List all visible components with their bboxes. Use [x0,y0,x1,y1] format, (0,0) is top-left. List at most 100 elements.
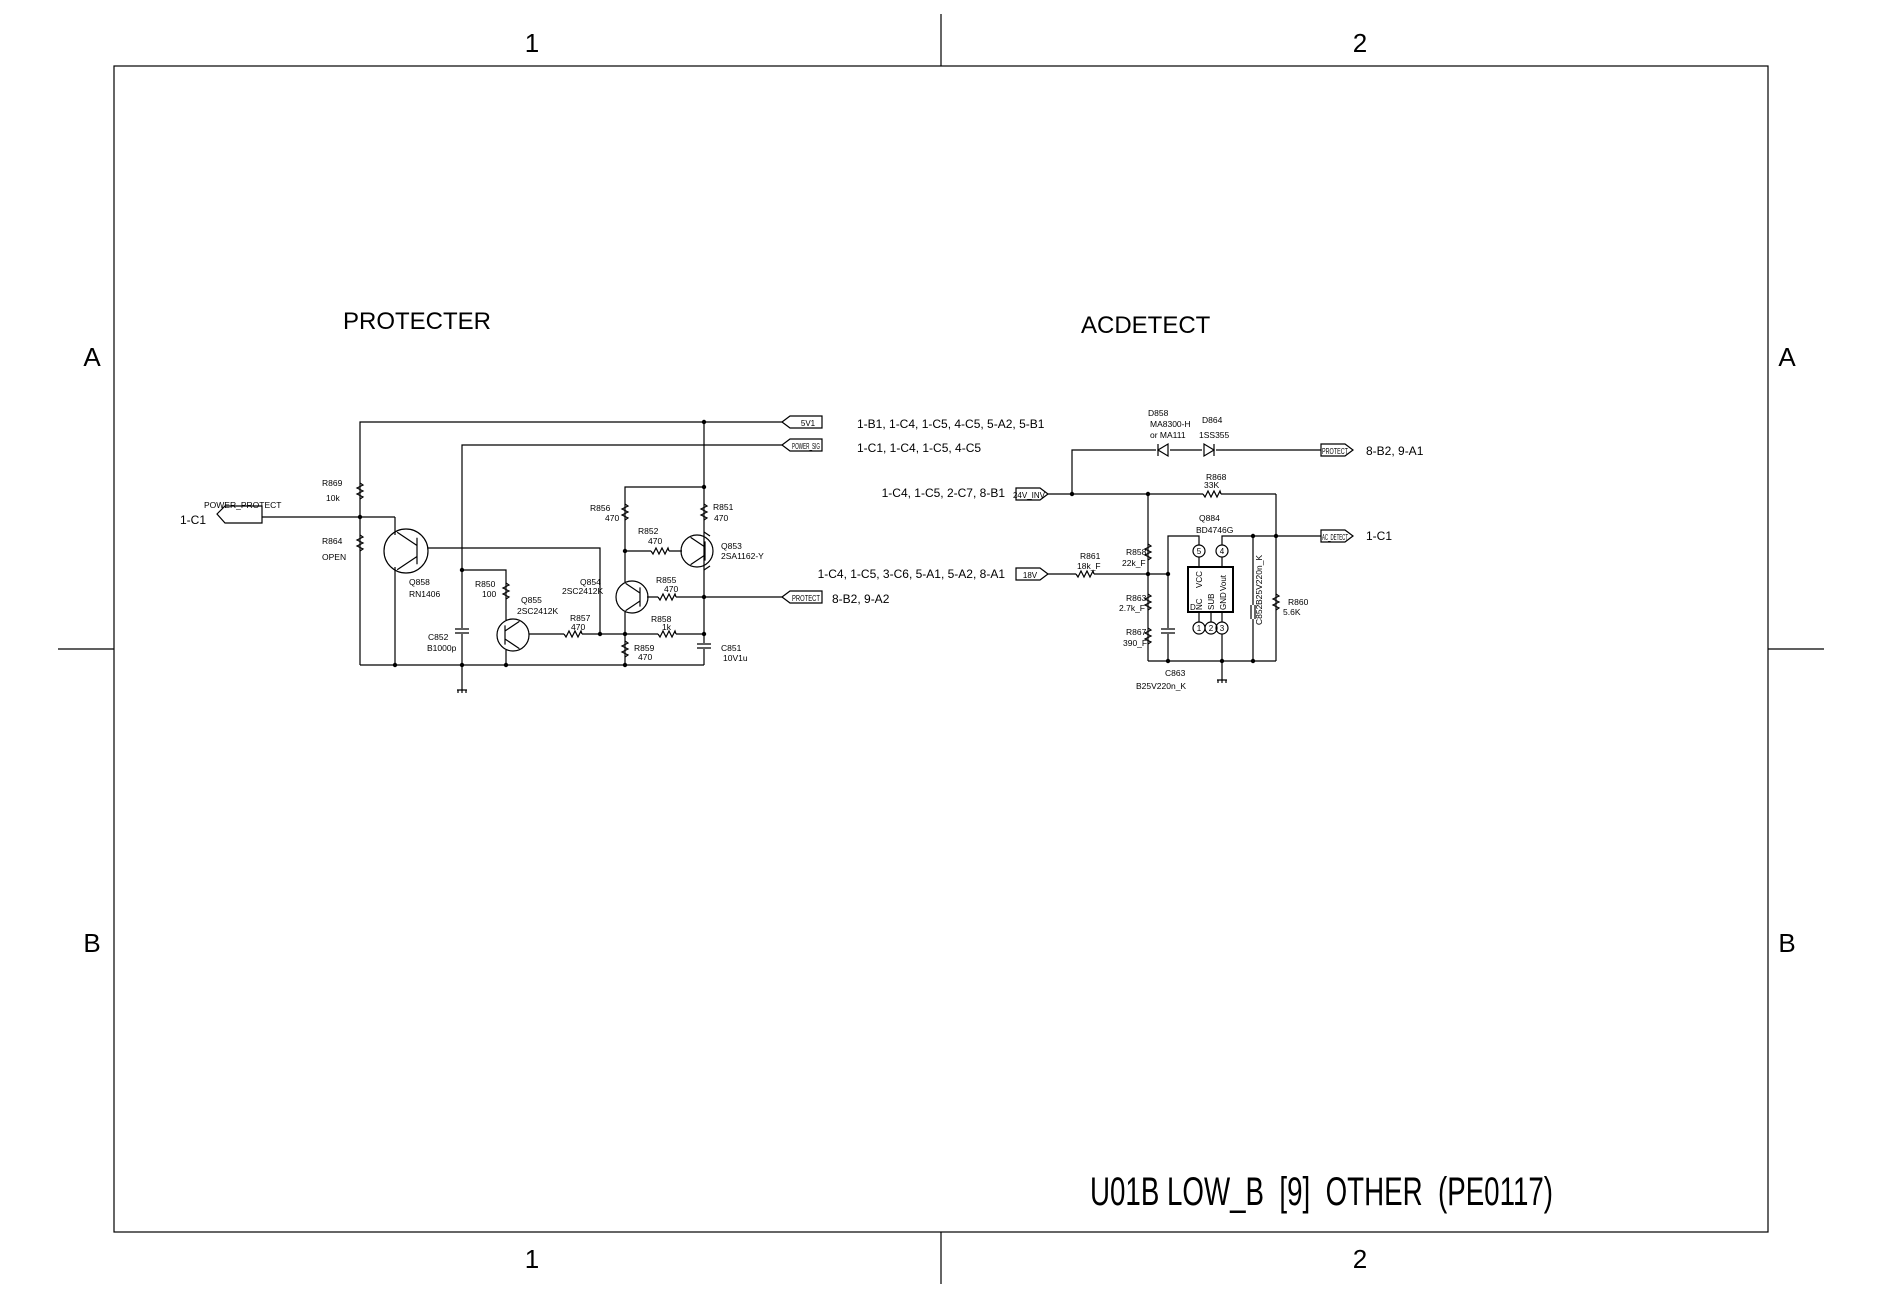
c863-bg [1161,628,1175,634]
port-name: 24V_INV [1013,491,1046,500]
r855-ref: R855 [656,575,677,585]
acdetect-part-labels: D858 MA8300-H or MA111 D864 1SS355 R868 … [1077,408,1309,691]
r858-value: 1k [662,622,672,632]
junction-dot [701,419,707,425]
c852-ground-icon [457,689,467,693]
port-name: POWER_PROTECT [204,500,281,510]
d864-bg [1202,443,1216,457]
r863-ref: R863 [1126,593,1147,603]
q855-ref: Q855 [521,595,542,605]
port-ac-detect[interactable]: AC_DETECT 1-C1 [1320,529,1392,543]
port-ref: 1-C4, 1-C5, 2-C7, 8-B1 [882,486,1006,500]
r857-value: 470 [571,622,585,632]
r855-resistor-icon [657,592,677,602]
junction-dot [392,662,398,668]
c852-capacitor-icon [1250,605,1256,619]
d858-bg [1156,443,1170,457]
junction-dot [1165,571,1171,577]
port-power-protect[interactable]: POWER_PROTECT 1-C1 [180,500,281,527]
c851-capacitor-icon [697,643,711,649]
port-24v-inv[interactable]: 24V_INV 1-C4, 1-C5, 2-C7, 8-B1 [882,486,1049,501]
port-name: 5V1 [801,419,816,428]
c852-value: B1000p [427,643,457,653]
junction-dot [597,631,603,637]
r861-resistor-icon [1075,569,1095,579]
port-power-sig[interactable]: POWER_SIG 1-C1, 1-C4, 1-C5, 4-C5 [781,438,981,455]
r868-resistor-icon [1202,489,1222,499]
q884-ref: Q884 [1199,513,1220,523]
port-ref: 1-C1 [1366,529,1392,543]
r864-value: OPEN [322,552,346,562]
junction-dot [1273,533,1279,539]
ic-pin-sub: SUB [1207,594,1216,610]
c851-ref: C851 [721,643,742,653]
row-label-b-right: B [1778,928,1795,958]
d864-value: 1SS355 [1199,430,1230,440]
c852-capacitor-icon [455,628,469,634]
c852-bg [455,628,469,634]
r868-ref: R868 [1206,472,1227,482]
ic-pin-gnd: GND [1219,592,1228,610]
junction-dot [622,662,628,668]
c851-bg [697,643,711,649]
ic-pin-4: 4 [1220,547,1225,556]
r858-ref: R858 [651,614,672,624]
c863-capacitor-icon [1161,628,1175,634]
port-5v1[interactable]: 5V1 1-B1, 1-C4, 1-C5, 4-C5, 5-A2, 5-B1 [781,415,1045,431]
r851-value: 470 [714,513,728,523]
protecter-part-labels: R869 10k R864 OPEN Q858 RN1406 C852 B100… [322,478,764,663]
junction-dot [1250,658,1256,664]
r851-ref: R851 [713,502,734,512]
r856-resistor-icon [620,503,630,521]
r850-resistor-icon [501,582,511,600]
c852-bg [1250,605,1256,619]
port-ref: 1-C1 [180,513,206,527]
d864-ref: D864 [1202,415,1223,425]
r860-value: 5.6K [1283,607,1301,617]
ic-pin-1: 1 [1197,624,1202,633]
zone-ticks [58,14,1824,1284]
r857-ref: R857 [570,613,591,623]
c863-ref: C863 [1165,668,1186,678]
c852-ref: C852 [428,632,449,642]
port-ref: 1-C4, 1-C5, 3-C6, 5-A1, 5-A2, 8-A1 [818,567,1006,581]
ic-pin-2: 2 [1209,624,1214,633]
q854-value: 2SC2412K [562,586,603,596]
port-ref: 8-B2, 9-A2 [832,592,890,606]
r864-resistor-icon [355,534,365,552]
junction-dot [701,594,707,600]
d864-diode-icon [1203,442,1216,458]
ic-ground-icon [1217,679,1227,683]
r858-ref: R858 [1126,547,1147,557]
r863-value: 2.7k_F [1119,603,1145,613]
r850-ref: R850 [475,579,496,589]
r861-ref: R861 [1080,551,1101,561]
r868-value: 33K [1204,480,1219,490]
port-name: POWER_SIG [792,442,820,451]
junction-dot [459,567,465,573]
component-symbols [355,419,1281,693]
r864-ref: R864 [322,536,343,546]
ic-mark-d: D [1190,603,1196,612]
q853-transistor-icon [680,534,714,568]
column-label-1-bottom: 1 [525,1244,539,1274]
port-name: 18V [1023,571,1038,580]
r867-resistor-icon [1143,627,1153,645]
row-label-a-right: A [1778,342,1796,372]
q854-transistor-lead [625,582,641,612]
port-18v[interactable]: 18V 1-C4, 1-C5, 3-C6, 5-A1, 5-A2, 8-A1 [818,567,1049,581]
junction-dot [622,631,628,637]
port-protect-out[interactable]: PROTECT 8-B2, 9-A2 [781,590,890,606]
port-protect-ac[interactable]: PROTECT 8-B2, 9-A1 [1320,443,1424,458]
r856-value: 470 [605,513,619,523]
junction-dot [1145,491,1151,497]
junction-dot [459,662,465,668]
q858-transistor-lead [396,531,418,571]
q853-ref: Q853 [721,541,742,551]
junction-dot [701,484,707,490]
r852-resistor-icon [650,546,670,556]
r855-value: 470 [664,584,678,594]
row-label-a-left: A [83,342,101,372]
r859-value: 470 [638,652,652,662]
